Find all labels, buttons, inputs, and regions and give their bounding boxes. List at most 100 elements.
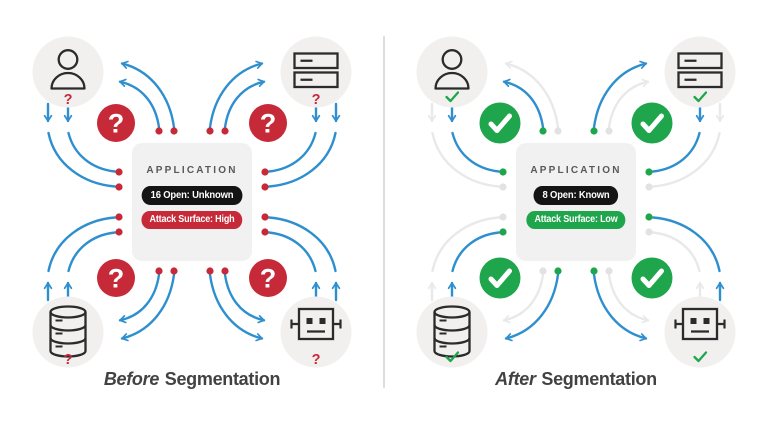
robot-icon: [674, 307, 726, 341]
panel-divider: [383, 36, 385, 388]
ports-left: [427, 102, 507, 302]
question-badge: ?: [97, 104, 135, 142]
check-badge: [479, 102, 521, 144]
traffic-arc: [431, 131, 501, 188]
after-diagram: [416, 36, 736, 368]
server-node: ?: [280, 36, 352, 108]
check-icon: [445, 91, 460, 103]
port-dot: [499, 183, 507, 191]
port-dot: [221, 127, 229, 135]
traffic-arc: [651, 231, 701, 273]
application-label: APPLICATION: [146, 165, 238, 176]
port-dot: [115, 228, 123, 236]
port-dot: [605, 267, 613, 275]
question-mark-icon: ?: [312, 92, 321, 108]
before-diagram: ????????: [32, 36, 352, 368]
traffic-arc: [223, 273, 266, 324]
port-dot: [206, 267, 214, 275]
traffic-arc: [267, 216, 337, 273]
port-dot: [645, 213, 653, 221]
port-dot: [554, 267, 562, 275]
port-dot: [155, 267, 163, 275]
port-dot: [645, 183, 653, 191]
user-node: ?: [32, 36, 104, 108]
traffic-arc: [592, 60, 648, 129]
before-panel: ???????? APPLICATION 16 Open: Unknown At…: [0, 36, 384, 390]
port-dot: [605, 127, 613, 135]
traffic-arc: [651, 216, 721, 273]
port-dot: [539, 267, 547, 275]
traffic-arc: [208, 273, 264, 342]
ports-right: [645, 102, 725, 302]
caption-rest: Segmentation: [536, 369, 657, 389]
traffic-arc: [502, 78, 545, 129]
robot-node: [664, 296, 736, 368]
server-node: [664, 36, 736, 108]
ports-bottom: [118, 267, 266, 342]
port-dot: [115, 213, 123, 221]
caption-rest: Segmentation: [160, 369, 281, 389]
ports-top: [502, 60, 650, 135]
svg-text:?: ?: [108, 264, 125, 294]
check-icon: [693, 351, 708, 363]
port-dot: [645, 168, 653, 176]
user-icon: [50, 49, 86, 90]
traffic-arc: [208, 60, 264, 129]
traffic-arc: [451, 231, 501, 273]
panel-caption: Before Segmentation: [0, 369, 384, 390]
traffic-arc: [47, 131, 117, 188]
port-dot: [261, 213, 269, 221]
question-badge: ?: [249, 104, 287, 142]
traffic-arc: [267, 131, 337, 188]
open-ports-badge: 16 Open: Unknown: [141, 186, 243, 205]
traffic-arc: [607, 273, 650, 324]
traffic-arc: [223, 78, 266, 129]
port-dot: [539, 127, 547, 135]
traffic-arc: [504, 60, 560, 129]
traffic-arc: [504, 273, 560, 342]
attack-surface-badge: Attack Surface: High: [141, 211, 243, 229]
traffic-arc: [267, 131, 317, 173]
server-icon: [293, 52, 339, 89]
check-icon: [488, 113, 512, 133]
traffic-arc: [67, 231, 117, 273]
traffic-arc: [267, 231, 317, 273]
ports-bottom: [502, 267, 650, 342]
panel-caption: After Segmentation: [384, 369, 768, 390]
traffic-arc: [118, 273, 161, 324]
database-node: ?: [32, 296, 104, 368]
question-mark-icon: ?: [312, 352, 321, 368]
port-dot: [206, 127, 214, 135]
traffic-arc: [431, 216, 501, 273]
traffic-arc: [607, 78, 650, 129]
traffic-arc: [118, 78, 161, 129]
check-icon: [640, 268, 664, 288]
open-ports-badge: 8 Open: Known: [533, 186, 619, 205]
port-dot: [170, 127, 178, 135]
traffic-arc: [67, 131, 117, 173]
database-icon: [433, 305, 471, 358]
port-dot: [590, 127, 598, 135]
port-dot: [115, 168, 123, 176]
port-dot: [261, 183, 269, 191]
port-dot: [554, 127, 562, 135]
traffic-arc: [120, 60, 176, 129]
caption-emphasis: Before: [103, 369, 160, 389]
port-dot: [261, 228, 269, 236]
user-icon: [434, 49, 470, 90]
svg-text:?: ?: [108, 109, 125, 139]
port-dot: [170, 267, 178, 275]
user-node: [416, 36, 488, 108]
attack-surface-badge: Attack Surface: Low: [526, 211, 626, 229]
port-dot: [499, 213, 507, 221]
port-dot: [499, 168, 507, 176]
svg-text:?: ?: [260, 109, 277, 139]
traffic-arc: [502, 273, 545, 324]
check-badge: [479, 257, 521, 299]
check-icon: [488, 268, 512, 288]
traffic-arc: [120, 273, 176, 342]
application-label: APPLICATION: [530, 165, 622, 176]
port-dot: [261, 168, 269, 176]
database-icon: [49, 305, 87, 358]
